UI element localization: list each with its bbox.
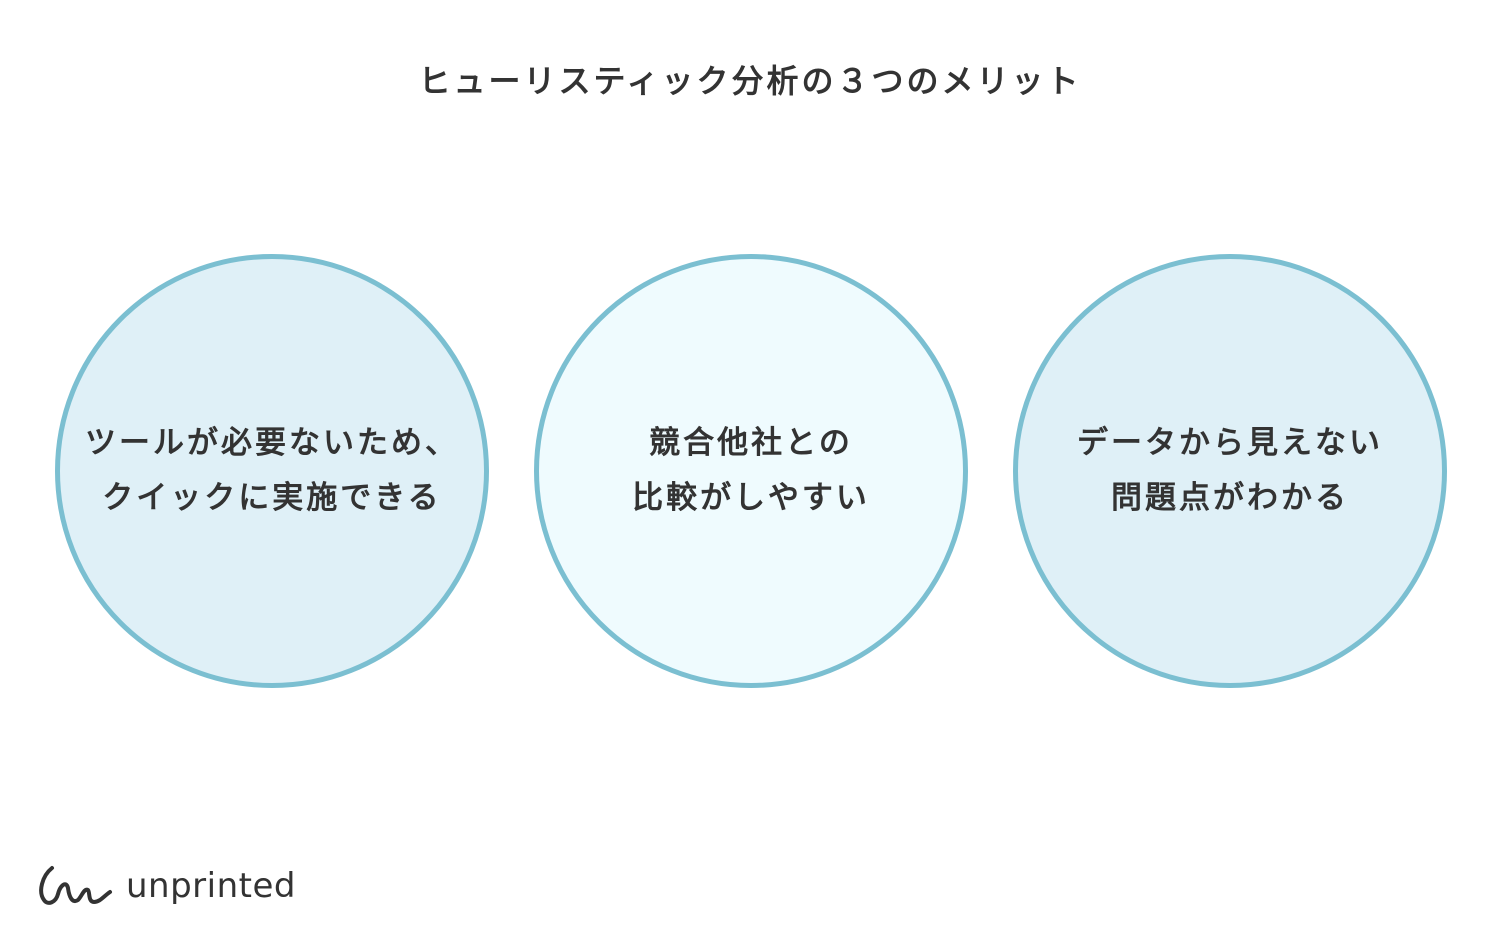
merit-circle-2: 競合他社との 比較がしやすい xyxy=(534,254,968,688)
merit-circle-1: ツールが必要ないため、 クイックに実施できる xyxy=(55,254,489,688)
merit-text: ツールが必要ないため、 xyxy=(85,425,459,461)
brand-logo: unprinted xyxy=(38,862,296,910)
merit-text: 競合他社との xyxy=(649,425,853,461)
merit-text: 比較がしやすい xyxy=(632,480,870,516)
diagram-title: ヒューリスティック分析の３つのメリット xyxy=(418,62,1082,100)
logo-mark-icon xyxy=(39,866,112,905)
merit-circle-3: データから見えない 問題点がわかる xyxy=(1013,254,1447,688)
merit-text: クイックに実施できる xyxy=(102,480,442,516)
merit-text: 問題点がわかる xyxy=(1111,480,1349,516)
logo-text: unprinted xyxy=(126,866,296,906)
merit-text: データから見えない xyxy=(1077,425,1383,461)
